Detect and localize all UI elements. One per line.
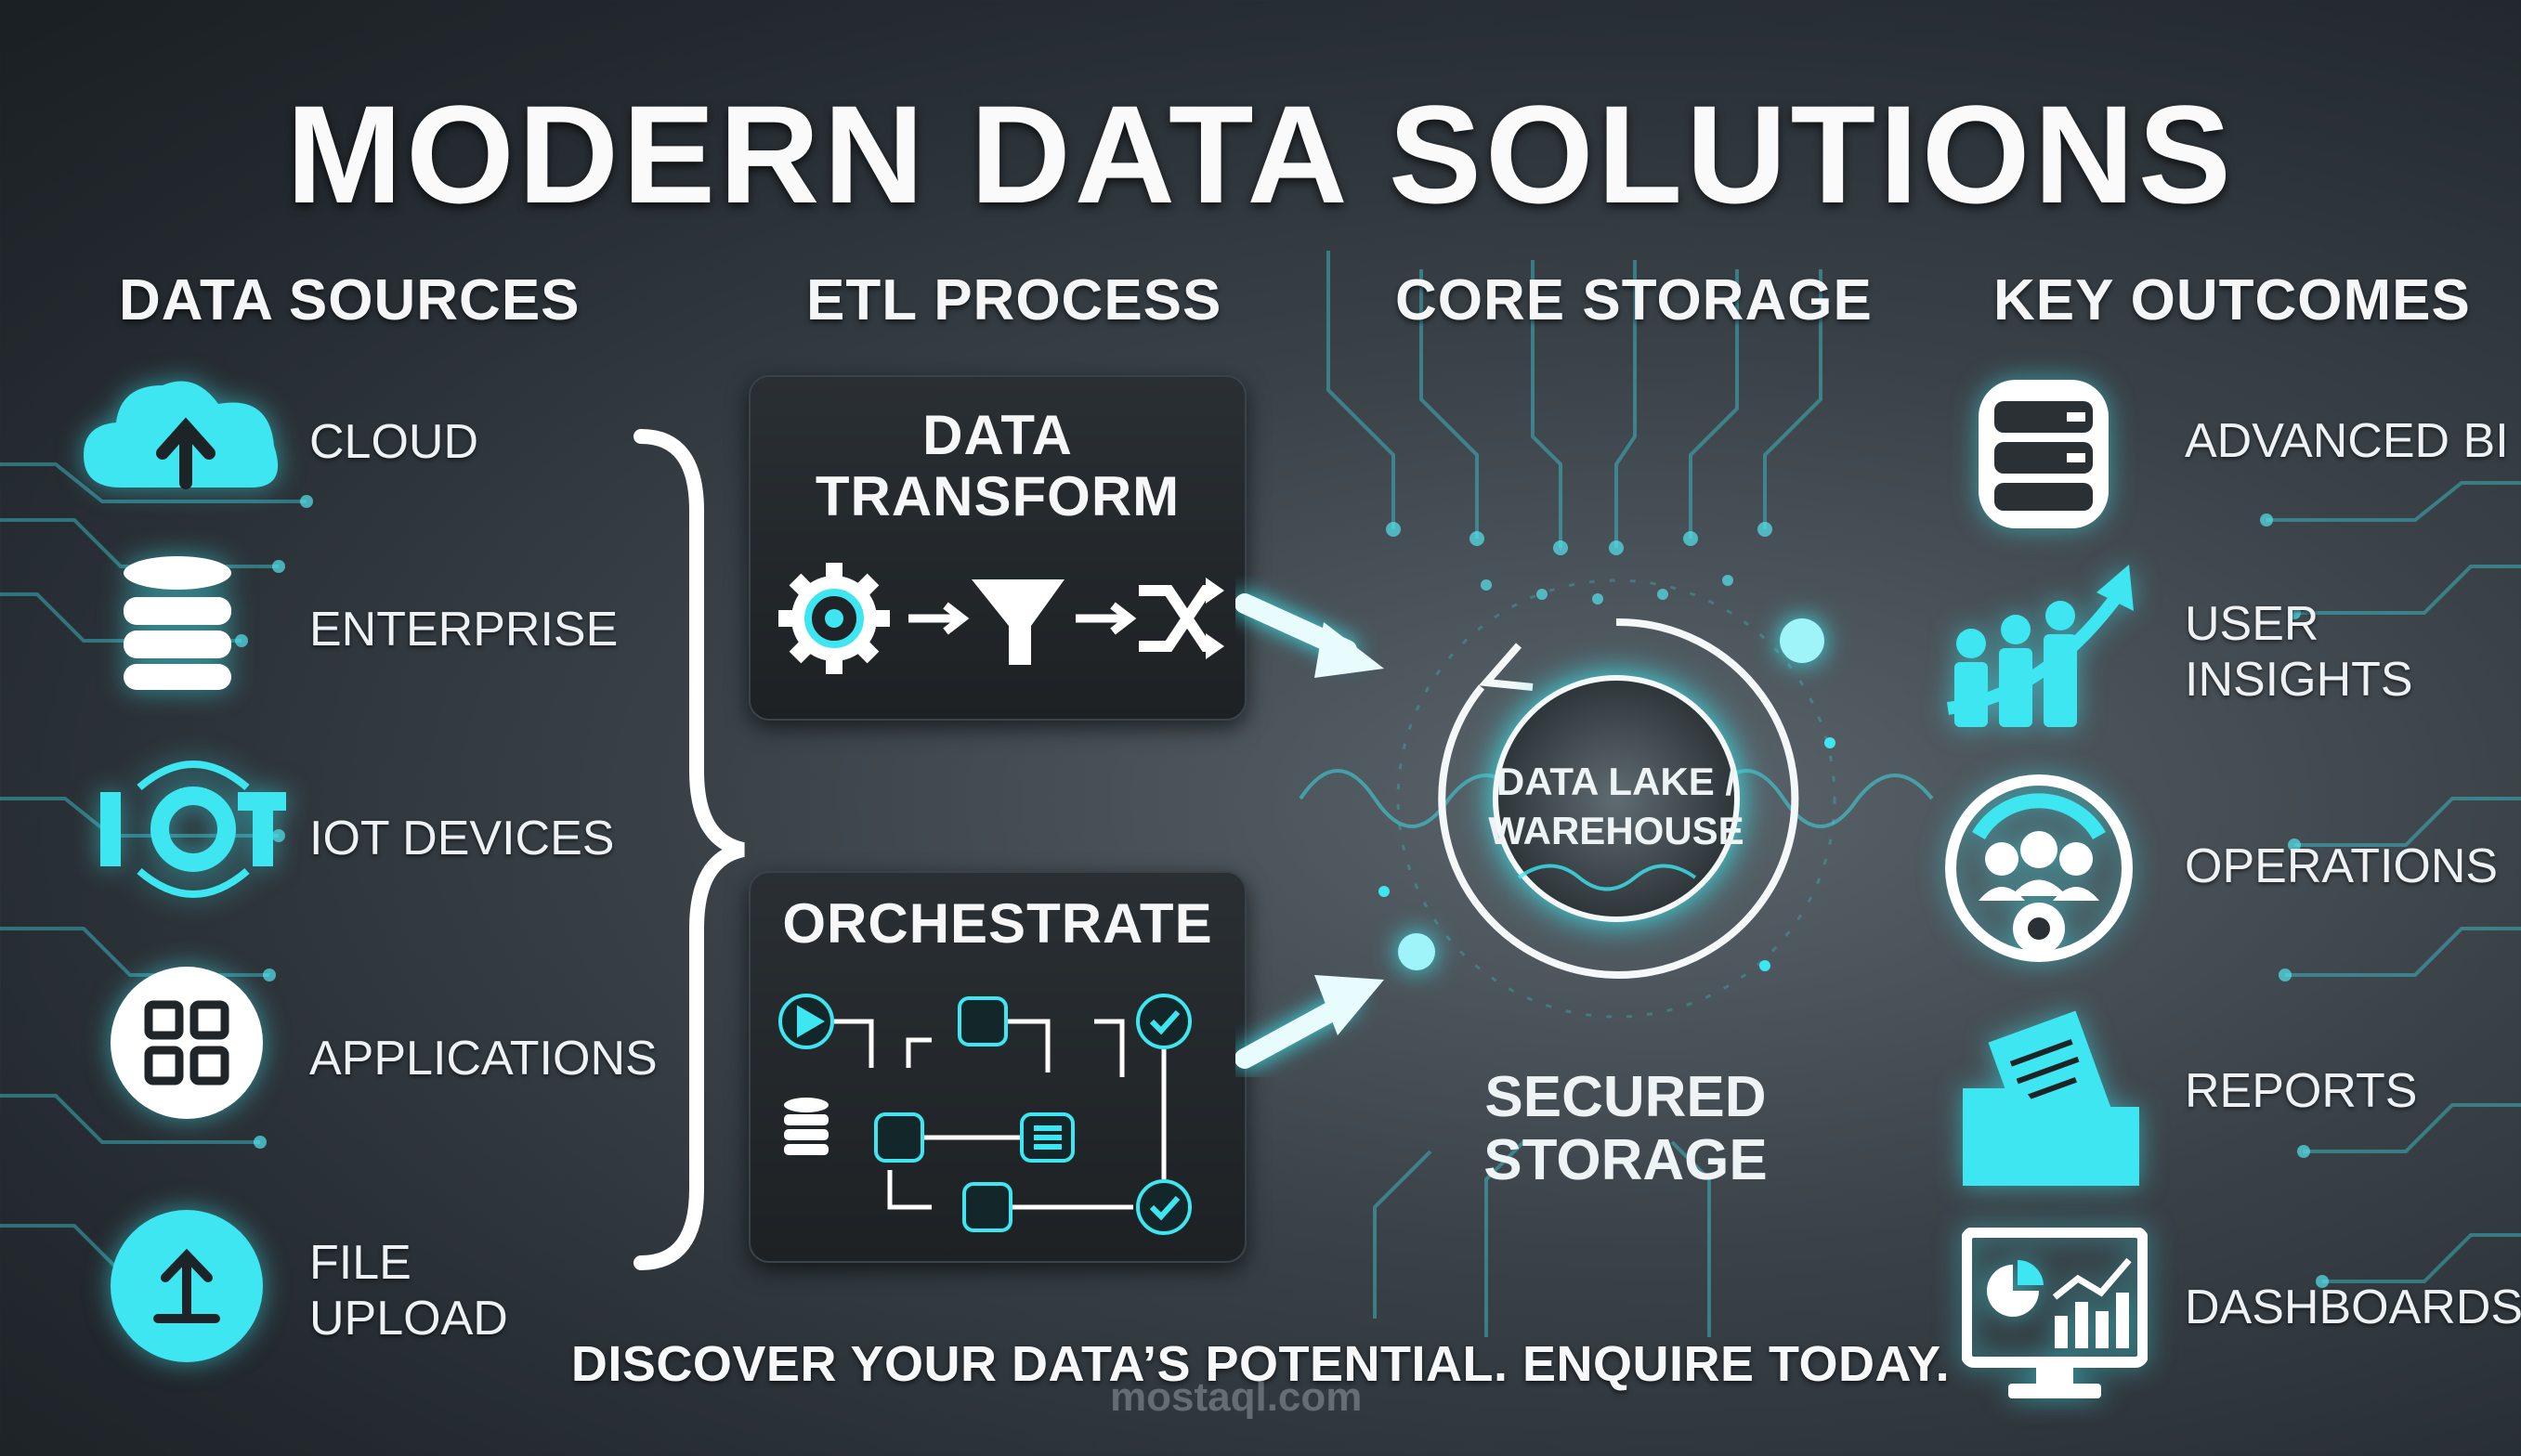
secured-label-line1: SECURED — [1484, 1065, 1767, 1129]
people-growth-icon — [1943, 555, 2148, 732]
transform-flow-icons — [778, 563, 1224, 674]
orchestrate-panel: ORCHESTRATE — [749, 871, 1247, 1263]
column-heading-storage: CORE STORAGE — [1395, 268, 1873, 332]
core-label-line2: WAREHOUSE — [1488, 809, 1744, 852]
page-title: MODERN DATA SOLUTIONS — [286, 76, 2235, 232]
source-label-applications: APPLICATIONS — [309, 1032, 658, 1086]
database-icon — [119, 552, 236, 692]
transform-title-line1: DATA — [922, 404, 1073, 466]
monitor-dashboard-icon — [1962, 1228, 2148, 1404]
column-heading-sources: DATA SOURCES — [119, 268, 581, 332]
data-lake-ring — [1299, 578, 1934, 1019]
grouping-brace — [634, 429, 746, 1270]
watermark: mostaql.com — [1110, 1374, 1363, 1420]
outcome-label-reports: REPORTS — [2185, 1064, 2418, 1118]
arrow-transform-to-storage-icon — [1235, 593, 1384, 678]
outcome-label-dashboards: DASHBOARDS — [2185, 1280, 2521, 1334]
source-label-enterprise: ENTERPRISE — [309, 603, 619, 656]
apps-grid-icon — [110, 966, 264, 1120]
orchestrate-title: ORCHESTRATE — [782, 892, 1213, 955]
workflow-diagram — [778, 994, 1192, 1235]
outcome-label-operations: OPERATIONS — [2185, 839, 2499, 893]
iot-icon — [100, 760, 286, 899]
team-gear-icon — [1941, 771, 2136, 966]
source-label-iot: IOT DEVICES — [309, 812, 615, 865]
column-heading-outcomes: KEY OUTCOMES — [1993, 268, 2471, 332]
source-label-file: FILE — [309, 1236, 411, 1290]
transform-title-line2: TRANSFORM — [815, 465, 1181, 527]
secured-label-line2: STORAGE — [1483, 1128, 1768, 1192]
data-transform-panel: DATA TRANSFORM — [749, 375, 1247, 721]
outcome-label-insights: INSIGHTS — [2185, 653, 2413, 707]
database-stack-icon — [1974, 375, 2113, 533]
folder-report-icon — [1958, 1005, 2144, 1190]
arrow-orchestrate-to-storage-icon — [1235, 975, 1384, 1069]
cloud-upload-icon — [84, 371, 288, 492]
outcome-label-advanced-bi: ADVANCED BI — [2185, 414, 2509, 468]
core-label-line1: DATA LAKE / — [1496, 760, 1737, 803]
source-label-cloud: CLOUD — [309, 415, 479, 469]
call-to-action: DISCOVER YOUR DATA’S POTENTIAL. ENQUIRE … — [570, 1336, 1951, 1392]
column-heading-etl: ETL PROCESS — [806, 268, 1222, 332]
source-label-upload: UPLOAD — [309, 1292, 508, 1346]
outcome-label-user: USER — [2185, 597, 2319, 651]
file-upload-icon — [110, 1209, 264, 1363]
